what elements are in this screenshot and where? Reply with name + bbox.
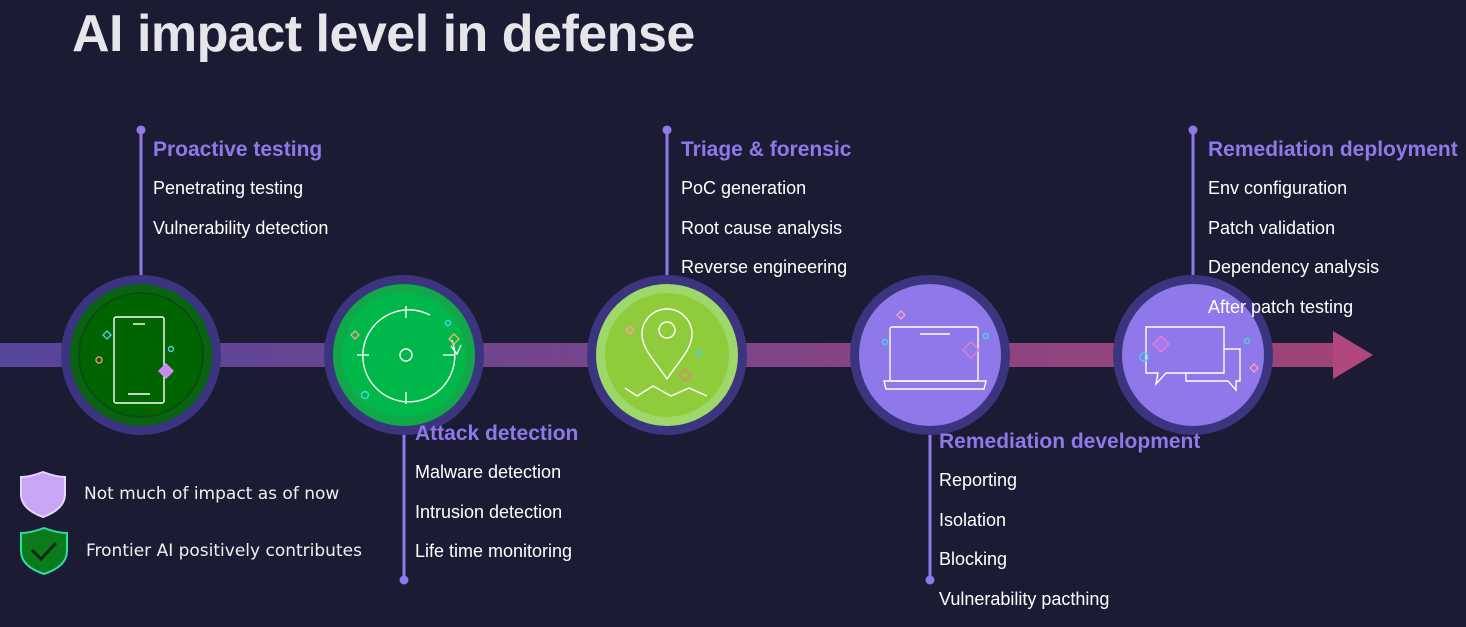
shield-check-icon <box>20 526 68 576</box>
stage-title: Remediation deployment <box>1208 138 1458 161</box>
chat-bubbles-icon <box>1139 326 1259 392</box>
smartphone-icon <box>95 316 175 404</box>
stage-item: Vulnerability pacthing <box>939 588 1110 609</box>
connector-lines <box>136 125 1198 585</box>
stage-title: Attack detection <box>415 422 579 445</box>
stage-item: Blocking <box>939 549 1008 569</box>
stage-item: Reverse engineering <box>681 257 848 277</box>
shield-icon <box>20 470 66 518</box>
map-pin-icon <box>624 308 708 397</box>
stage-item: Intrusion detection <box>415 501 563 522</box>
stage-item: Isolation <box>939 509 1007 530</box>
stage-triage-forensic: Triage & forensic PoC generation Root ca… <box>681 137 851 296</box>
stage-item: Reporting <box>939 470 1018 490</box>
radar-icon <box>350 306 462 404</box>
legend-item-positive: Frontier AI positively contributes <box>18 526 362 576</box>
stage-remediation-deployment: Remediation deployment Env configuration… <box>1208 137 1458 335</box>
stage-title: Triage & forensic <box>681 138 852 161</box>
stage-circle-remediation-development <box>850 275 1010 435</box>
page-title: AI impact level in defense <box>72 5 695 63</box>
laptop-icon <box>881 310 990 390</box>
stage-title: Proactive testing <box>153 138 323 161</box>
stage-circle-remediation-deployment <box>1113 275 1273 435</box>
stage-proactive-testing: Proactive testing Penetrating testing Vu… <box>153 137 328 256</box>
legend-label: Frontier AI positively contributes <box>86 541 362 561</box>
legend-label: Not much of impact as of now <box>84 484 340 504</box>
stage-item: Malware detection <box>415 462 562 482</box>
stage-circle-triage-forensic <box>587 275 747 435</box>
stage-remediation-development: Remediation development Reporting Isolat… <box>939 429 1200 627</box>
stage-attack-detection: Attack detection Malware detection Intru… <box>415 421 578 580</box>
stage-item: After patch testing <box>1208 296 1354 317</box>
legend-item-low-impact: Not much of impact as of now <box>18 470 339 518</box>
stage-item: PoC generation <box>681 178 807 198</box>
stage-circle-attack-detection <box>324 275 484 435</box>
stage-item: Life time monitoring <box>415 541 573 561</box>
stage-item: Penetrating testing <box>153 178 304 198</box>
stage-item: Root cause analysis <box>681 217 843 238</box>
stage-item: Dependency analysis <box>1208 257 1380 277</box>
stage-circle-proactive-testing <box>61 275 221 435</box>
stage-title: Remediation development <box>939 430 1201 453</box>
stage-item: Patch validation <box>1208 217 1336 238</box>
stage-item: Vulnerability detection <box>153 217 329 238</box>
stage-item: Env configuration <box>1208 178 1348 198</box>
